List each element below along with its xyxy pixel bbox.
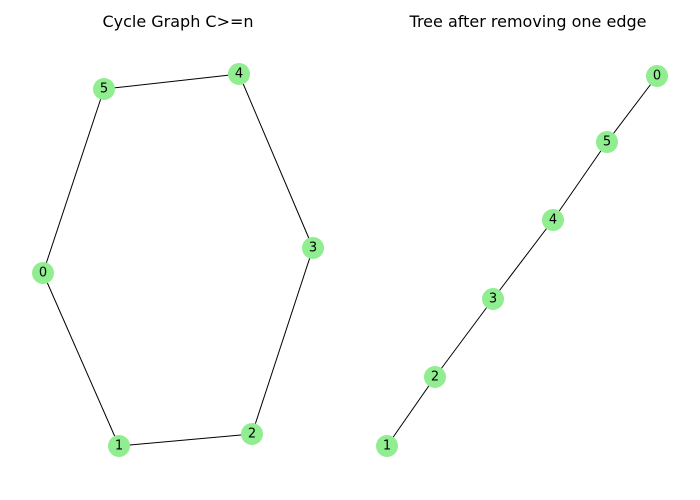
graph-node-5 [93,78,115,100]
node-label-3: 3 [489,292,497,307]
edge-4-3 [492,219,554,300]
node-label-5: 5 [100,82,108,97]
node-label-4: 4 [235,67,243,82]
edge-3-4 [238,73,314,249]
graph-node-3 [482,288,504,310]
node-label-1: 1 [383,439,391,454]
cycle-graph: 0 1 2 3 4 5 [32,63,324,457]
edge-1-2 [118,433,253,447]
graph-node-2 [424,366,446,388]
edge-5-4 [552,141,608,221]
graph-node-1 [108,435,130,457]
edge-3-2 [434,298,494,378]
edge-0-5 [606,75,658,143]
graph-node-4 [542,209,564,231]
graph-node-4 [228,63,250,85]
node-label-2: 2 [248,427,256,442]
graph-node-0 [32,262,54,284]
graph-node-3 [302,237,324,259]
node-label-1: 1 [115,439,123,454]
node-label-5: 5 [603,135,611,150]
graph-node-2 [241,423,263,445]
graph-node-5 [596,131,618,153]
edge-0-1 [42,272,120,447]
edge-4-5 [103,73,240,90]
node-label-3: 3 [309,241,317,256]
edge-2-3 [251,247,314,435]
right-graph-title: Tree after removing one edge [409,12,647,31]
graph-node-0 [646,65,668,87]
node-label-0: 0 [39,266,47,281]
graph-node-1 [376,435,398,457]
node-label-0: 0 [653,69,661,84]
tree-graph: 0 5 4 3 2 1 [376,65,668,457]
edge-5-0 [42,88,105,274]
left-graph-title: Cycle Graph C>=n [102,12,253,31]
edge-2-1 [386,376,436,447]
node-label-2: 2 [431,370,439,385]
node-label-4: 4 [549,213,557,228]
